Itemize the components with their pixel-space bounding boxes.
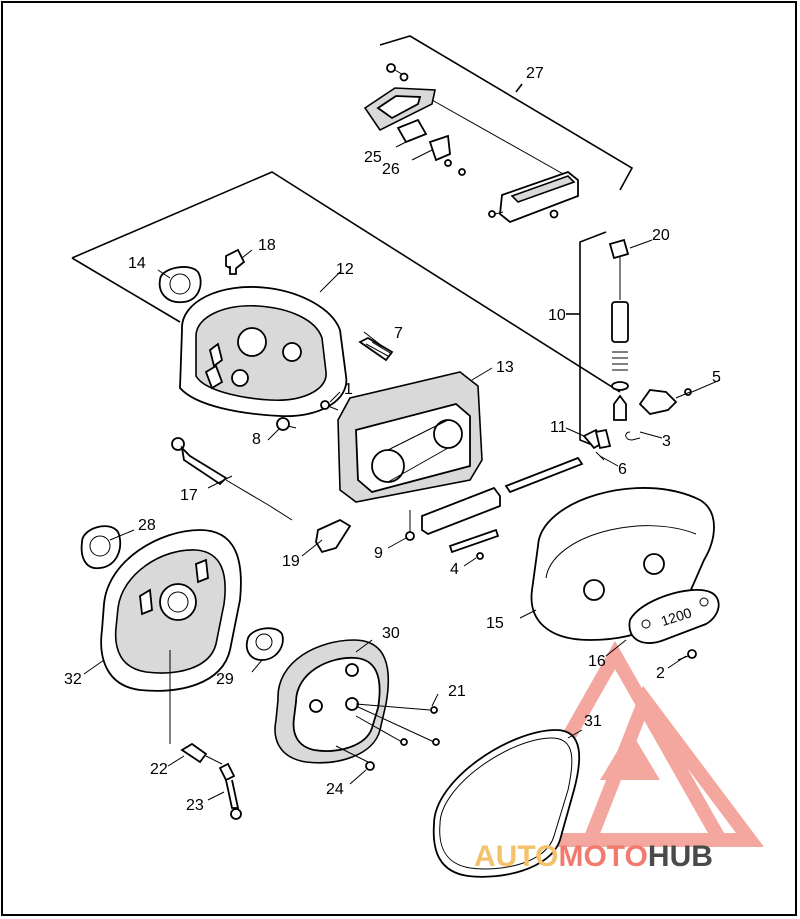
callout-1: 1: [344, 381, 353, 398]
callout-26: 26: [382, 161, 400, 178]
part-22-bolt: [169, 650, 223, 765]
callout-leaders: [83, 139, 721, 801]
callout-22: 22: [150, 761, 168, 778]
part-27-breather-assembly: [363, 63, 579, 224]
callout-27: 27: [526, 65, 544, 82]
part-31-seal-ring: [432, 729, 581, 878]
part-11-clamp: [582, 428, 612, 450]
watermark-auto: AUTO: [474, 840, 558, 873]
part-9-screw: [405, 510, 415, 541]
group-27-leader: [379, 35, 634, 191]
callout-8: 8: [252, 431, 261, 448]
callout-14: 14: [128, 255, 146, 272]
callout-20: 20: [652, 227, 670, 244]
part-7-bolt: [358, 336, 394, 362]
part-24-screw: [335, 745, 375, 771]
callout-23: 23: [186, 797, 204, 814]
callout-5: 5: [712, 369, 721, 386]
callout-4: 4: [450, 561, 459, 578]
svg-text:AUTOMOTOHUB: AUTOMOTOHUB: [474, 840, 713, 873]
callout-16: 16: [588, 653, 606, 670]
group-12-leader: [71, 171, 621, 393]
callout-25: 25: [364, 149, 382, 166]
callout-31: 31: [584, 713, 602, 730]
callout-24: 24: [326, 781, 344, 798]
part-18-fitting: [225, 248, 246, 275]
callout-9: 9: [374, 545, 383, 562]
callout-10: 10: [548, 307, 566, 324]
part-holder-bar: [421, 486, 501, 536]
callout-17: 17: [180, 487, 198, 504]
part-19-bracket: [315, 518, 352, 554]
part-32-housing: [100, 529, 242, 692]
callout-29: 29: [216, 671, 234, 688]
part-28-gasket: [80, 525, 122, 570]
callout-28: 28: [138, 517, 156, 534]
callout-12: 12: [336, 261, 354, 278]
part-23-fitting: [218, 762, 242, 820]
part-21-screws: [355, 703, 440, 746]
group-10-leader: [566, 231, 607, 445]
part-17-choke-cable: [171, 437, 293, 521]
callout-7: 7: [394, 325, 403, 342]
watermark-moto: MOTO: [558, 840, 647, 873]
watermark-text: AUTOMOTOHUB: [474, 840, 713, 873]
part-30-filter: [274, 639, 390, 764]
callout-2: 2: [656, 665, 665, 682]
part-14-gasket: [158, 266, 202, 304]
part-29-gasket: [245, 627, 284, 661]
part-4-plate: [448, 528, 500, 560]
part-13-filter-element: [337, 371, 483, 503]
part-3-clip: [625, 431, 641, 441]
callout-18: 18: [258, 237, 276, 254]
callout-11: 11: [550, 419, 567, 436]
part-8-screw: [276, 417, 297, 431]
callout-15: 15: [486, 615, 504, 632]
callout-19: 19: [282, 553, 300, 570]
callout-3: 3: [662, 433, 671, 450]
callout-30: 30: [382, 625, 400, 642]
callout-13: 13: [496, 359, 514, 376]
part-1-screw: [320, 400, 339, 411]
part-5-bracket-screw: [638, 388, 692, 415]
callout-32: 32: [64, 671, 82, 688]
callout-6: 6: [618, 461, 627, 478]
part-16-trim-plate: 1200: [628, 589, 720, 644]
part-rod: [504, 456, 584, 494]
callout-labels: 27 25 26 20 18 14 12 10 7 13 1 5 11 3 8 …: [64, 65, 721, 814]
watermark-hub: HUB: [648, 840, 713, 873]
callout-21: 21: [448, 683, 466, 700]
part-12-backplate: [179, 286, 348, 417]
part-2-screw: [677, 649, 697, 661]
part-20-sensor: [608, 238, 630, 421]
